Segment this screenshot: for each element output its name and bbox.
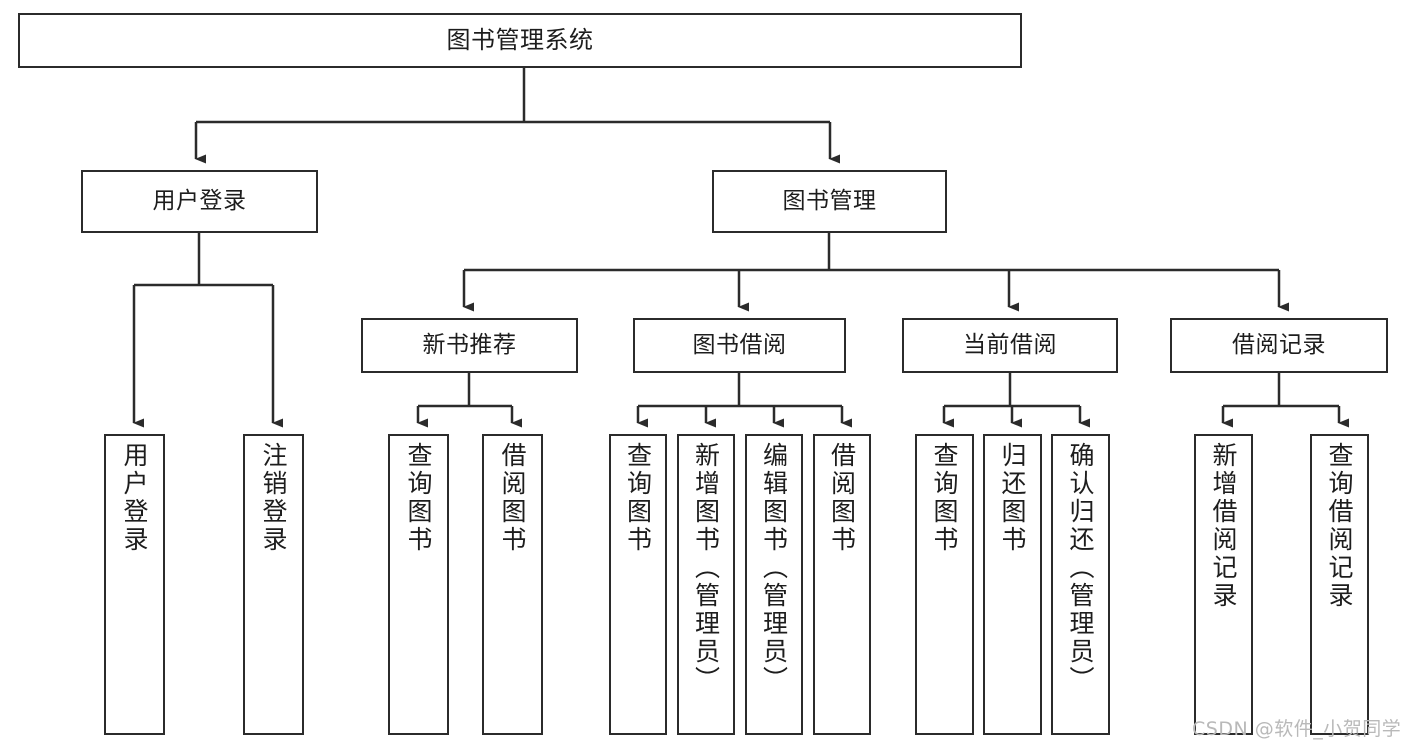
leaf-query-borrow-record[interactable]: 查询借阅记录 bbox=[1310, 434, 1369, 735]
node-borrow-record[interactable]: 借阅记录 bbox=[1170, 318, 1388, 373]
node-label: 用户登录 bbox=[120, 442, 149, 554]
leaf-add-borrow-record[interactable]: 新增借阅记录 bbox=[1194, 434, 1253, 735]
node-label: 图书管理 bbox=[782, 187, 877, 214]
node-label: 图书借阅 bbox=[692, 331, 787, 358]
node-label: 确认归还（管理员） bbox=[1066, 442, 1095, 694]
leaf-add-book-admin[interactable]: 新增图书（管理员） bbox=[677, 434, 735, 735]
leaf-borrow-book-2[interactable]: 借阅图书 bbox=[813, 434, 871, 735]
csdn-watermark: CSDN @软件_小贺同学 bbox=[1192, 718, 1402, 740]
node-book-management[interactable]: 图书管理 bbox=[712, 170, 947, 233]
node-label: 查询借阅记录 bbox=[1325, 442, 1354, 610]
node-label: 新增借阅记录 bbox=[1209, 442, 1238, 610]
leaf-confirm-return-admin[interactable]: 确认归还（管理员） bbox=[1051, 434, 1110, 735]
leaf-edit-book-admin[interactable]: 编辑图书（管理员） bbox=[745, 434, 803, 735]
node-label: 查询图书 bbox=[930, 442, 959, 554]
leaf-logout-login[interactable]: 注销登录 bbox=[243, 434, 304, 735]
node-label: 查询图书 bbox=[404, 442, 433, 554]
node-user-login[interactable]: 用户登录 bbox=[81, 170, 318, 233]
node-current-borrow[interactable]: 当前借阅 bbox=[902, 318, 1118, 373]
node-label: 归还图书 bbox=[998, 442, 1027, 554]
node-root-book-management-system[interactable]: 图书管理系统 bbox=[18, 13, 1022, 68]
node-label: 新增图书（管理员） bbox=[691, 442, 721, 694]
node-label: 图书管理系统 bbox=[446, 26, 594, 55]
node-label: 用户登录 bbox=[152, 187, 247, 214]
leaf-return-book[interactable]: 归还图书 bbox=[983, 434, 1042, 735]
node-new-book-recommend[interactable]: 新书推荐 bbox=[361, 318, 578, 373]
leaf-query-book-2[interactable]: 查询图书 bbox=[609, 434, 667, 735]
node-label: 当前借阅 bbox=[963, 331, 1057, 358]
node-label: 注销登录 bbox=[259, 442, 288, 554]
node-book-borrow[interactable]: 图书借阅 bbox=[633, 318, 846, 373]
leaf-user-login[interactable]: 用户登录 bbox=[104, 434, 165, 735]
leaf-query-book-1[interactable]: 查询图书 bbox=[388, 434, 449, 735]
node-label: 借阅记录 bbox=[1232, 331, 1326, 358]
node-label: 编辑图书（管理员） bbox=[759, 442, 789, 694]
leaf-borrow-book-1[interactable]: 借阅图书 bbox=[482, 434, 543, 735]
node-label: 借阅图书 bbox=[827, 442, 857, 554]
node-label: 查询图书 bbox=[623, 442, 653, 554]
node-label: 借阅图书 bbox=[498, 442, 527, 554]
leaf-query-book-3[interactable]: 查询图书 bbox=[915, 434, 974, 735]
node-label: 新书推荐 bbox=[422, 331, 517, 358]
